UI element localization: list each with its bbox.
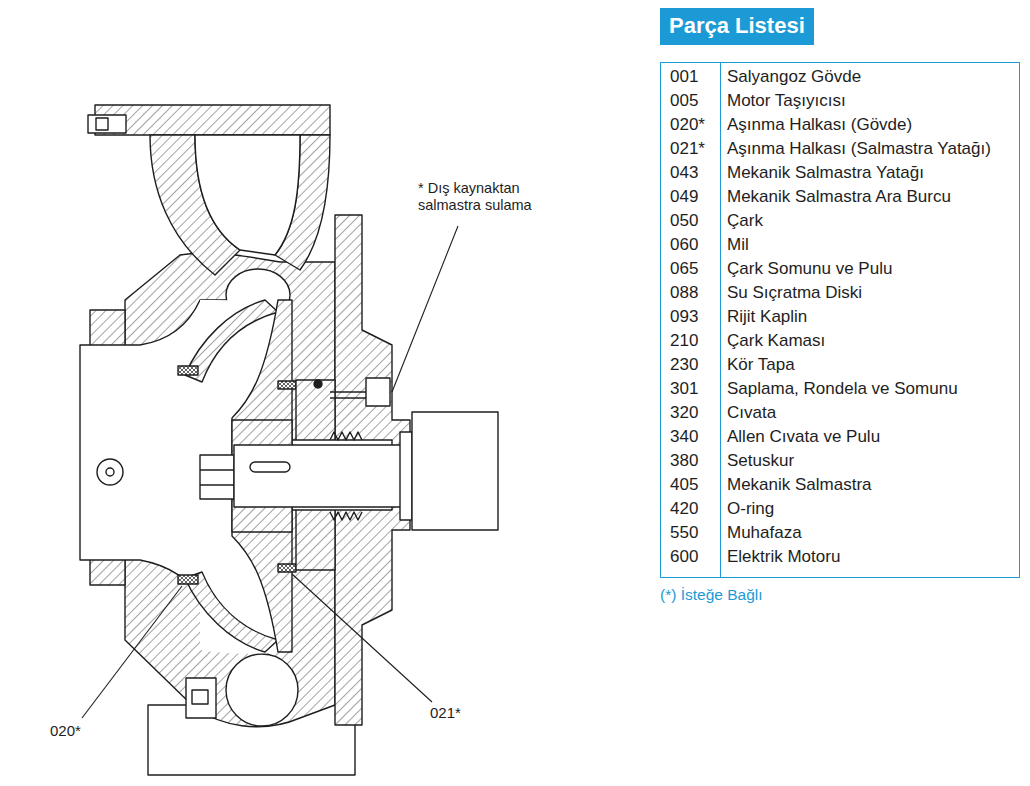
part-name: Cıvata [727,403,776,423]
parts-table-divider [720,62,721,578]
part-code: 600 [670,547,698,567]
pump-drawing-part [330,512,362,520]
flush-note: * Dış kaynaktan salmastra sulama [418,180,568,215]
part-code: 230 [670,355,698,375]
pump-drawing-part [88,115,126,133]
pump-drawing-part [226,654,298,726]
part-name: Mekanik Salmastra [727,475,872,495]
part-code: 021* [670,139,705,159]
part-code: 043 [670,163,698,183]
pump-drawing-part [178,366,198,375]
pump-drawing-part [292,574,432,702]
pump-drawing-part [250,462,290,472]
part-code: 210 [670,331,698,351]
part-code: 049 [670,187,698,207]
pump-drawing-part [192,690,208,704]
part-name: Mekanik Salmastra Yatağı [727,163,924,183]
part-code: 550 [670,523,698,543]
pump-drawing-part [400,432,412,520]
pump-drawing-part [195,135,300,255]
part-code: 088 [670,283,698,303]
part-name: Çark Kaması [727,331,825,351]
pump-drawing-part [200,484,234,485]
part-code: 340 [670,427,698,447]
part-code: 001 [670,67,698,87]
pump-drawing-part [330,432,362,440]
pump-drawing-part [106,468,114,476]
part-code: 060 [670,235,698,255]
part-code: 020* [670,115,705,135]
part-name: Aşınma Halkası (Gövde) [727,115,912,135]
part-name: Saplama, Rondela ve Somunu [727,379,958,399]
pump-drawing-part [366,378,390,406]
pump-drawing-part [178,575,198,584]
part-code: 420 [670,499,698,519]
part-name: Setuskur [727,451,794,471]
pump-drawing-part [330,391,366,392]
callout-number: 020* [50,722,81,740]
parts-list-title: Parça Listesi [660,8,814,45]
part-name: Aşınma Halkası (Salmastra Yatağı) [727,139,991,159]
part-name: Çark Somunu ve Pulu [727,259,892,279]
pump-drawing-part [314,380,322,388]
footnote: (*) İsteğe Bağlı [660,586,763,605]
part-name: Rijit Kaplin [727,307,807,327]
part-code: 093 [670,307,698,327]
part-code: 405 [670,475,698,495]
part-name: Mekanik Salmastra Ara Burcu [727,187,951,207]
pump-drawing-part [278,564,296,572]
part-name: Muhafaza [727,523,802,543]
pump-drawing-part [330,397,366,398]
part-code: 320 [670,403,698,423]
pump-drawing-part [412,412,498,530]
pump-drawing-part [392,226,458,392]
part-name: Çark [727,211,763,231]
pump-drawing-part [200,455,234,499]
part-name: Allen Cıvata ve Pulu [727,427,880,447]
pump-drawing-part [186,678,216,718]
part-name: Motor Taşıyıcısı [727,91,846,111]
callout-number: 021* [430,704,461,722]
pump-drawing-part [278,381,296,389]
pump-drawing-part [97,459,123,485]
part-code: 065 [670,259,698,279]
part-code: 005 [670,91,698,111]
part-name: Salyangoz Gövde [727,67,861,87]
part-name: Mil [727,235,749,255]
part-name: Kör Tapa [727,355,795,375]
pump-drawing-part [96,118,108,130]
pump-drawing-part [82,586,182,718]
part-name: O-ring [727,499,774,519]
part-code: 050 [670,211,698,231]
part-name: Elektrik Motoru [727,547,840,567]
part-code: 380 [670,451,698,471]
pump-drawing-part [234,445,410,507]
part-code: 301 [670,379,698,399]
part-name: Su Sıçratma Diski [727,283,862,303]
pump-drawing-part [95,105,330,135]
pump-drawing-part [200,469,234,470]
